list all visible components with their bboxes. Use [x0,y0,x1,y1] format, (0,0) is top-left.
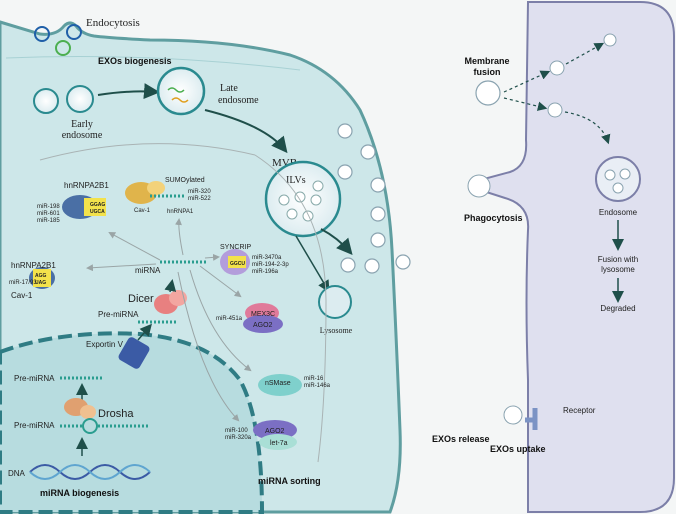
dna-label: DNA [8,469,26,478]
arrow-early-to-late [97,83,160,100]
ago2-let7a-complex [253,420,297,450]
exosome-a [549,60,565,76]
lysosome-label: Lysosome [320,326,353,335]
released-exosomes [337,123,411,274]
uag-label: UAG [35,280,46,286]
endocytosis-vesicles [34,24,82,56]
mir-16-label: miR-16 [304,376,324,382]
mirna-label: miRNA [135,266,161,275]
syncrip-label: SYNCRIP [220,244,251,251]
ago2-a-label: AGO2 [253,322,273,329]
uptake-exosome [503,405,523,425]
late-endosome [156,66,206,116]
let7a-label: let-7a [270,440,288,447]
hnrnpa2b1-top-label: hnRNPA2B1 [64,181,109,190]
cav1-top-label: Cav-1 [134,208,151,214]
hnrnpa2b1-complex-top [62,195,106,219]
late-endosome-label-2: endosome [218,95,259,106]
hnrnpa2b1-mid-label: hnRNPA2B1 [11,261,56,270]
endosome-label: Endosome [599,208,638,217]
sumoylated-label: SUMOylated [165,177,205,184]
mir-1793-label: miR-17/93 [9,280,37,286]
exportin-label: Exportin V [86,340,124,349]
mir-601-label: miR-601 [37,211,60,217]
sorting-arc-right [254,154,327,463]
mir-146a-label: miR-146a [304,383,331,389]
arrow-fusion-down [503,97,548,111]
exportin-v [118,337,150,369]
early-endosome-small [33,88,59,114]
exos-release-label: EXOs release [432,434,490,444]
arrow-fusion-up [503,70,551,93]
endocytosis-label: Endocytosis [86,17,140,29]
exos-uptake-label: EXOs uptake [490,444,546,454]
recipient-endosome [595,156,641,202]
syncrip-complex [220,249,250,275]
ggag-label: GGAG [90,202,105,208]
mir-320a-label: miR-320a [225,435,252,441]
arrow-mvb-to-lysosome [295,235,330,293]
early-endosome-label-1: Early [71,119,93,130]
ago2-b-label: AGO2 [265,428,285,435]
mirna-sorting-label: miRNA sorting [258,476,321,486]
mir-522-label: miR-522 [188,196,211,202]
fusion-lysosome-label-1: Fusion with [598,255,638,264]
mirna-biogenesis-label: miRNA biogenesis [40,488,119,498]
early-endosome-label-2: endosome [62,130,103,141]
agg-label: AGG [35,273,47,279]
ggcu-label: GGCU [230,261,245,267]
sumoylated-complex [125,181,185,204]
arrow-mvb-release [320,228,353,256]
mir-185-label: miR-185 [37,218,60,224]
dicer-label: Dicer [128,293,154,305]
mir-194-label: miR-194-2-3p [252,262,289,268]
nsmase-label: nSMase [265,380,291,387]
mir-320-label: miR-320 [188,189,211,195]
arrow-late-to-mvb [204,109,288,154]
ilvs [278,180,324,222]
receptor-label: Receptor [563,406,596,415]
drosha-label: Drosha [98,408,134,420]
hnrnpa1-label: hnRNPA1 [167,209,194,215]
fusing-exosome [475,80,501,106]
ilvs-label: ILVs [286,175,306,186]
mex3c-label: MEX3C [251,311,275,318]
early-endosome-large [66,85,94,113]
exos-biogenesis-label: EXOs biogenesis [98,56,172,66]
mir-196a-label: miR-196a [252,269,279,275]
membrane-fusion-label-1: Membrane [464,56,509,66]
membrane-fusion-label-2: fusion [474,67,501,77]
mir-100-label: miR-100 [225,428,248,434]
degraded-label: Degraded [600,304,635,313]
pri-mirna-loop [82,418,98,434]
exosome-c [603,33,617,47]
mex3c-complex [243,303,283,333]
dna-helix [29,464,151,480]
nsmase-complex [258,374,302,396]
drosha-enzyme [64,398,96,419]
mir-3470a-label: miR-3470a [252,255,282,261]
pre-mirna-lower-label: Pre-miRNA [14,421,55,430]
phagocytosed-exosome [467,174,491,198]
pre-mirna-cyto-label: Pre-miRNA [98,310,139,319]
hnrnpa2b1-complex-mid [29,267,55,289]
late-endosome-label-1: Late [220,83,238,94]
pre-mirna-mid-label: Pre-miRNA [14,374,55,383]
lysosome [318,285,352,319]
sorting-arc-top [39,143,256,161]
fusion-lysosome-label-2: lysosome [601,265,635,274]
mir-451a-label: miR-451a [216,316,243,322]
cav1-mid-label: Cav-1 [11,291,33,300]
mir-198-label: miR-198 [37,204,60,210]
ugca-label: UGCA [90,209,105,215]
phagocytosis-label: Phagocytosis [464,213,523,223]
exosome-b [547,102,563,118]
